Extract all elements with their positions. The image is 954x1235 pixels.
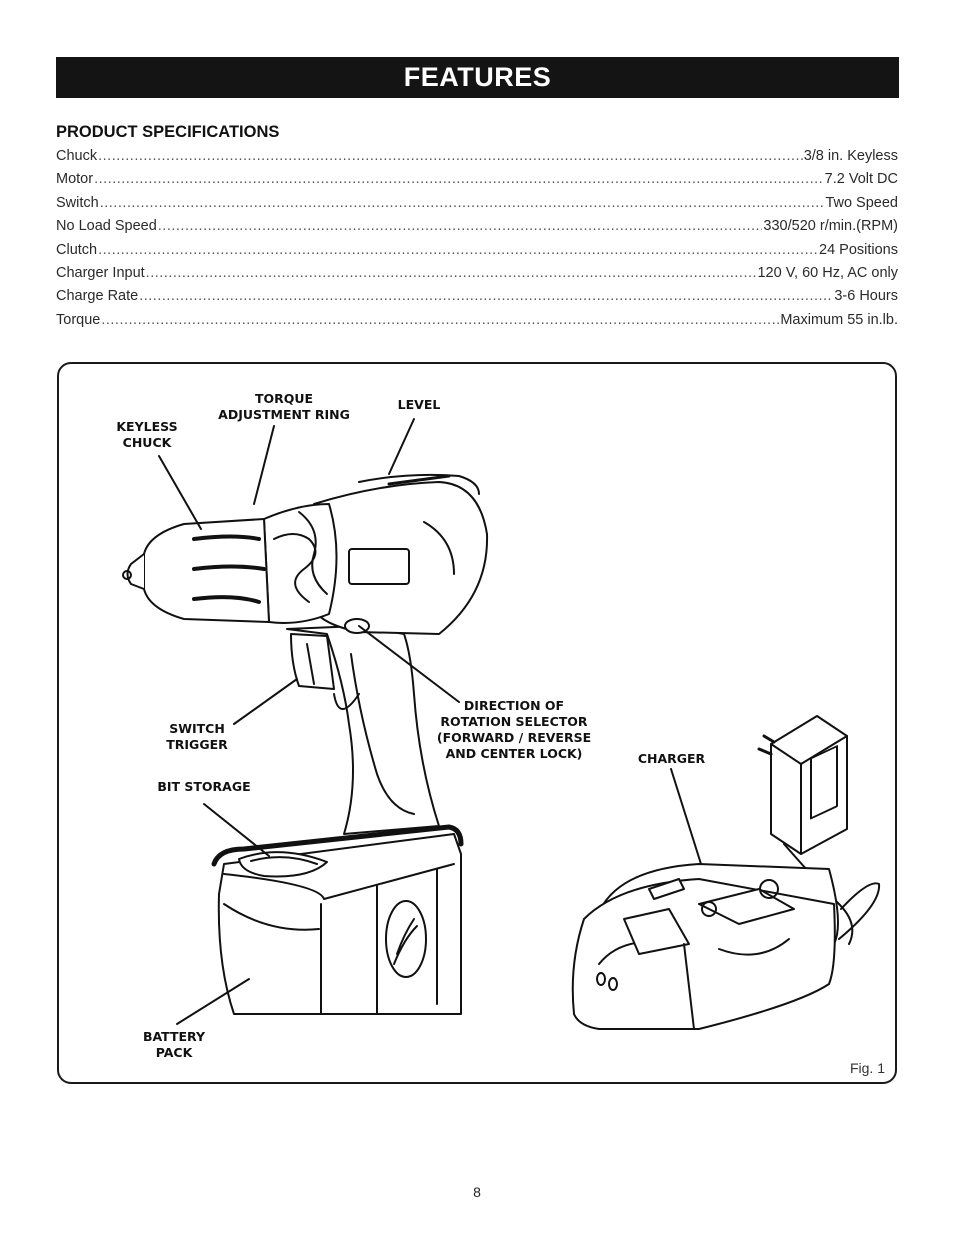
- spec-row-chuck: Chuck 3/8 in. Keyless: [56, 148, 898, 171]
- spec-row-switch: Switch Two Speed: [56, 195, 898, 218]
- spec-row-torque: Torque Maximum 55 in.lb.: [56, 312, 898, 335]
- spec-value: 3/8 in. Keyless: [803, 148, 898, 164]
- spec-label: Switch: [56, 194, 99, 211]
- leader-dots: [100, 195, 825, 211]
- spec-label: Motor: [56, 171, 94, 188]
- spec-label: Chuck: [56, 148, 98, 164]
- spec-value: 120 V, 60 Hz, AC only: [757, 264, 898, 281]
- feature-figure: KEYLESS CHUCK TORQUE ADJUSTMENT RING LEV…: [57, 362, 897, 1084]
- label-battery-pack: BATTERY PACK: [142, 1029, 206, 1060]
- charger-drawing: [571, 715, 881, 1030]
- leader-dots: [94, 171, 824, 187]
- label-switch-trigger: SWITCH TRIGGER: [166, 721, 228, 752]
- section-title: FEATURES: [403, 62, 552, 92]
- drill-and-charger-illustration: [122, 418, 881, 1030]
- label-bit-storage: BIT STORAGE: [157, 779, 251, 794]
- leader-direction-selector: [358, 625, 460, 703]
- leader-dots: [98, 242, 818, 258]
- specifications-list: Chuck 3/8 in. Keyless Motor 7.2 Volt DC Sw…: [56, 148, 898, 335]
- specifications-heading: PRODUCT SPECIFICATIONS: [56, 123, 280, 141]
- spec-label: No Load Speed: [56, 218, 157, 235]
- label-charger: CHARGER: [637, 751, 706, 766]
- callout-lines: [158, 418, 702, 1025]
- label-torque-adjustment-ring: TORQUE ADJUSTMENT RING: [218, 391, 350, 422]
- spec-row-charger-input: Charger Input 120 V, 60 Hz, AC only: [56, 265, 898, 288]
- spec-label: Torque: [56, 311, 101, 328]
- leader-bit-storage: [203, 803, 270, 857]
- label-direction-selector: DIRECTION OF ROTATION SELECTOR (FORWARD …: [436, 698, 592, 761]
- leader-switch-trigger: [233, 678, 298, 725]
- leader-dots: [158, 218, 763, 234]
- leader-dots: [146, 265, 757, 281]
- spec-label: Clutch: [56, 241, 98, 258]
- figure-caption: Fig. 1: [849, 1060, 885, 1076]
- label-keyless-chuck: KEYLESS CHUCK: [116, 419, 178, 450]
- leader-dots: [139, 288, 833, 304]
- leader-keyless-chuck: [158, 455, 202, 530]
- section-banner: FEATURES: [56, 57, 899, 98]
- drill-drawing: [122, 473, 489, 1015]
- spec-label: Charger Input: [56, 264, 145, 281]
- page-number: 8: [473, 1184, 481, 1200]
- spec-row-clutch: Clutch 24 Positions: [56, 242, 898, 265]
- spec-value: Two Speed: [825, 194, 898, 211]
- leader-dots: [98, 148, 803, 164]
- spec-value: 3-6 Hours: [834, 288, 898, 305]
- leader-dots: [101, 312, 779, 328]
- spec-value: 7.2 Volt DC: [824, 171, 898, 188]
- leader-level: [388, 418, 415, 475]
- spec-row-no-load-speed: No Load Speed 330/520 r/min.(RPM): [56, 218, 898, 241]
- spec-row-charge-rate: Charge Rate 3-6 Hours: [56, 288, 898, 311]
- spec-row-motor: Motor 7.2 Volt DC: [56, 171, 898, 194]
- spec-label: Charge Rate: [56, 288, 139, 305]
- spec-value: 330/520 r/min.(RPM): [763, 218, 898, 235]
- spec-value: Maximum 55 in.lb.: [780, 311, 898, 328]
- leader-torque-ring: [253, 425, 275, 505]
- spec-value: 24 Positions: [819, 241, 898, 258]
- label-level: LEVEL: [397, 397, 441, 412]
- leader-battery-pack: [176, 978, 250, 1025]
- leader-charger: [670, 768, 702, 865]
